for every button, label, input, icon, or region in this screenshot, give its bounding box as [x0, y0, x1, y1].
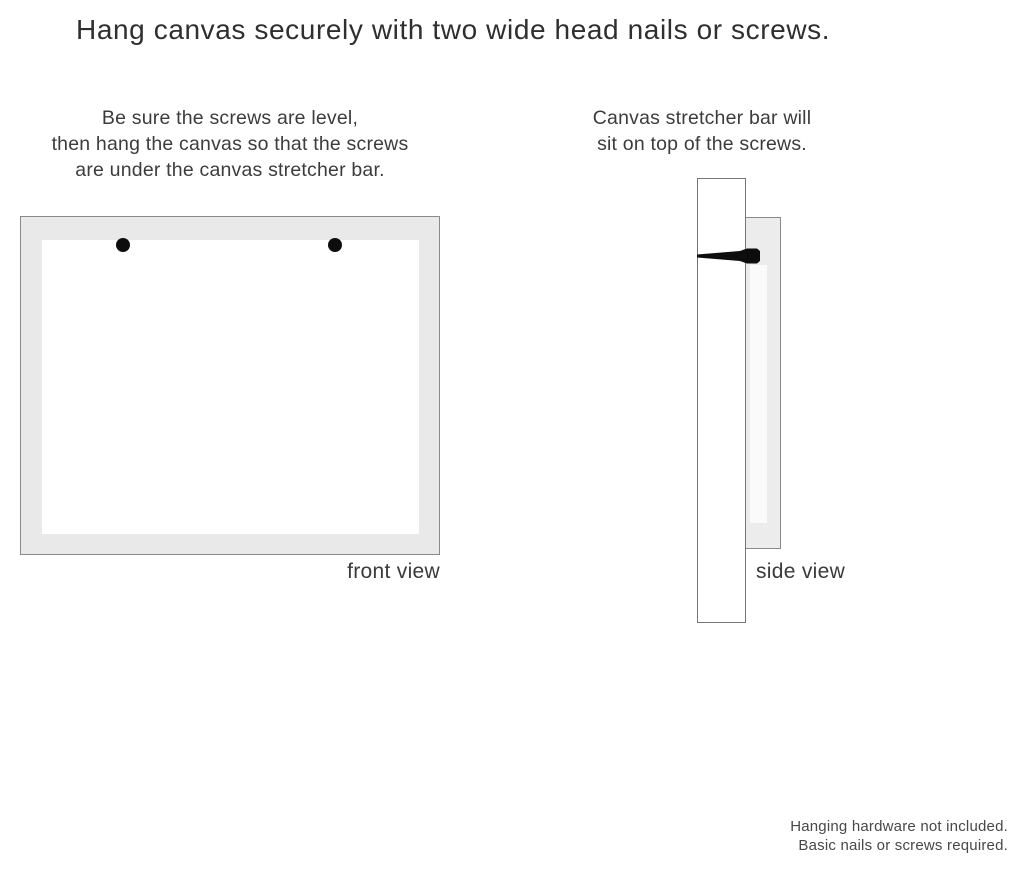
nail-icon	[697, 248, 760, 264]
canvas-side-view	[745, 217, 781, 549]
instruction-line: Be sure the screws are level,	[101, 107, 359, 129]
footnote-line: Hanging hardware not included.	[790, 818, 1008, 835]
canvas-frame-front-view	[20, 216, 440, 555]
instruction-line: Canvas stretcher bar will	[592, 107, 812, 129]
footnote-line: Basic nails or screws required.	[798, 837, 1008, 854]
instruction-line: then hang the canvas so that the screws	[51, 133, 409, 155]
footnote: Hanging hardware not included. Basic nai…	[790, 817, 1008, 855]
instruction-line: sit on top of the screws.	[597, 133, 807, 155]
instruction-line: are under the canvas stretcher bar.	[75, 159, 385, 181]
screw-left-icon	[116, 238, 130, 252]
front-view-label: front view	[347, 560, 440, 583]
screw-right-icon	[328, 238, 342, 252]
page-title: Hang canvas securely with two wide head …	[76, 14, 831, 45]
canvas-face-front-view	[42, 240, 419, 534]
side-view-label: side view	[756, 560, 846, 583]
canvas-face-side-view	[750, 265, 767, 523]
side-view-instructions: Canvas stretcher bar will sit on top of …	[558, 105, 846, 157]
front-view-instructions: Be sure the screws are level, then hang …	[18, 105, 442, 183]
